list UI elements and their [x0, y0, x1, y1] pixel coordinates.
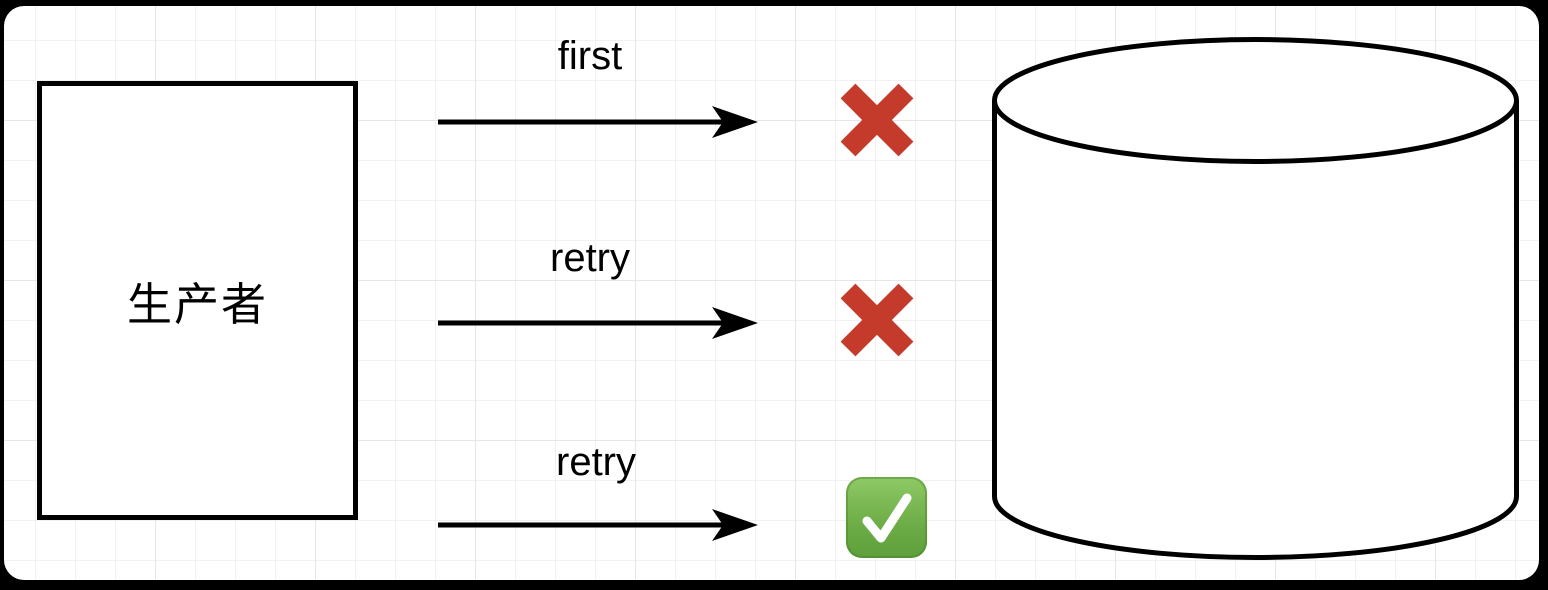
flow-label-first: first [557, 34, 623, 78]
producer-label: 生产者 [126, 279, 268, 330]
database-cylinder [992, 37, 1519, 560]
arrow-icon [438, 509, 758, 541]
diagram-canvas: 生产者 first retry retry [4, 6, 1539, 580]
flow-label-retry-2: retry [556, 440, 636, 484]
arrow-icon [438, 307, 758, 339]
check-glyph [862, 493, 912, 543]
check-mark-icon [846, 477, 927, 558]
arrow-icon [438, 106, 758, 138]
flow-label-retry-1: retry [550, 236, 630, 280]
cross-mark-icon [840, 83, 914, 157]
producer-box: 生产者 [37, 81, 358, 520]
cross-mark-icon [840, 283, 914, 357]
